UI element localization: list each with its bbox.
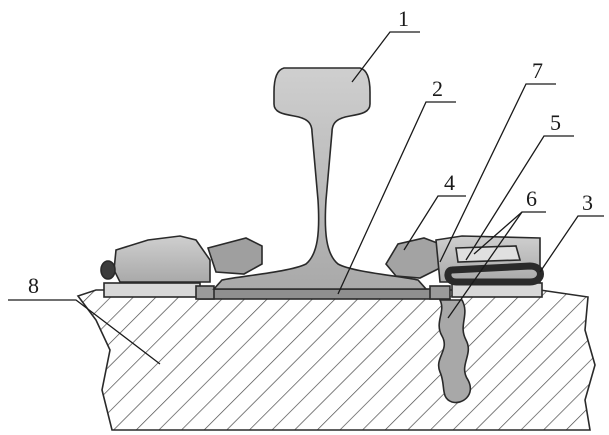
- leader-5: [465, 135, 574, 261]
- rail-pad: [199, 288, 439, 300]
- callout-2: 2: [432, 76, 443, 101]
- right-shoulder-assembly: [385, 235, 544, 300]
- leader-8: [8, 299, 161, 365]
- leader-7: [439, 83, 556, 263]
- leader-4: [403, 195, 466, 251]
- rail: [212, 67, 428, 290]
- callout-7: 7: [532, 58, 543, 83]
- left-shoulder-assembly: [100, 235, 263, 300]
- leader-2: [337, 101, 456, 295]
- spring-clip: [444, 262, 544, 286]
- anchor-grout: [437, 299, 472, 404]
- callout-1: 1: [398, 6, 409, 31]
- callout-5: 5: [550, 110, 561, 135]
- clip-insulator: [385, 237, 441, 279]
- leader-lines: [8, 31, 604, 365]
- callout-4: 4: [444, 170, 455, 195]
- leader-6b: [447, 211, 523, 319]
- callout-6: 6: [526, 186, 537, 211]
- leader-3: [539, 215, 604, 273]
- callout-3: 3: [582, 190, 593, 215]
- leader-1: [351, 31, 420, 83]
- callout-8: 8: [28, 273, 39, 298]
